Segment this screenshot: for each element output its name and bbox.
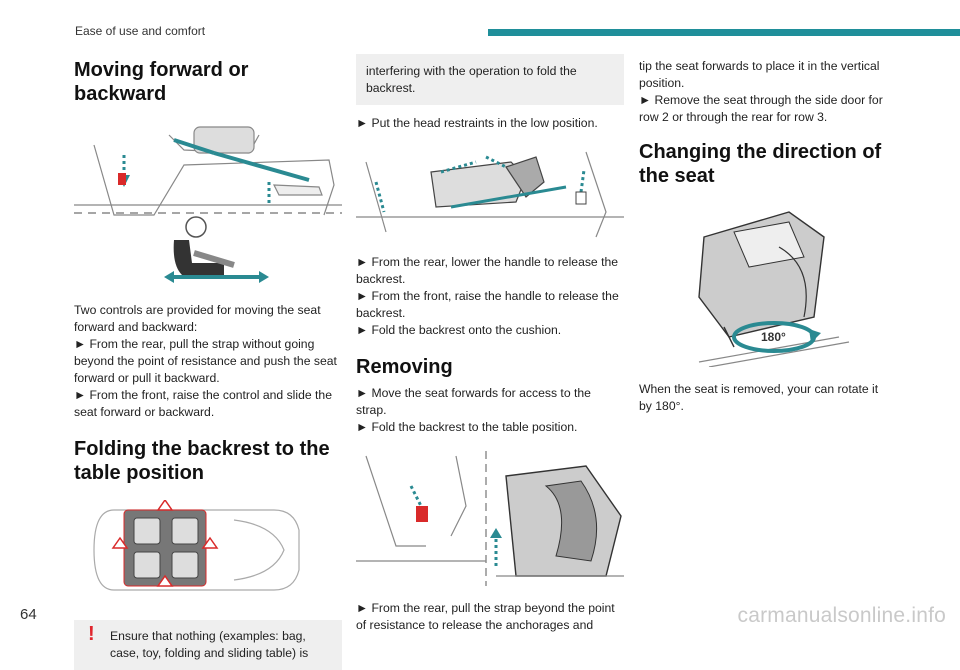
continued-tip-paragraph: tip the seat forwards to place it in the… bbox=[639, 59, 880, 90]
heading-changing-direction: Changing the direction of the seat bbox=[639, 141, 882, 188]
heading-moving: Moving forward or backward bbox=[74, 59, 249, 106]
step-lower-handle: ► From the rear, lower the handle to rel… bbox=[356, 255, 619, 286]
column-2: interfering with the operation to fold t… bbox=[356, 52, 624, 634]
backrest-fold-illustration bbox=[356, 151, 624, 238]
step-remove-seat: ► Remove the seat through the side door … bbox=[639, 93, 883, 124]
seat-removal-illustration bbox=[356, 451, 624, 587]
step-move-forward: ► Move the seat forwards for access to t… bbox=[356, 386, 591, 418]
seat-slide-illustration bbox=[74, 126, 342, 283]
step-head-restraints: ► Put the head restraints in the low pos… bbox=[356, 116, 598, 130]
column-1: Moving forward or backward Two controls … bbox=[74, 52, 342, 670]
warning-icon: ! bbox=[88, 622, 95, 645]
column-3: tip the seat forwards to place it in the… bbox=[639, 52, 889, 415]
step-table-position: ► Fold the backrest to the table positio… bbox=[356, 420, 578, 435]
step-fold-backrest: ► Fold the backrest onto the cushion. bbox=[356, 323, 562, 337]
rotation-label: 180° bbox=[761, 330, 786, 344]
warning-continued-text: interfering with the operation to fold t… bbox=[366, 64, 577, 95]
page-number: 64 bbox=[20, 606, 37, 623]
watermark: carmanualsonline.info bbox=[737, 604, 946, 627]
rotation-paragraph: When the seat is removed, your can rotat… bbox=[639, 381, 879, 413]
warning-box: ! Ensure that nothing (examples: bag, ca… bbox=[74, 619, 342, 670]
section-title: Ease of use and comfort bbox=[75, 24, 206, 38]
heading-folding-backrest: Folding the backrest to the table positi… bbox=[74, 437, 330, 485]
step-pull-strap-release: ► From the rear, pull the strap beyond t… bbox=[356, 601, 615, 633]
header-accent-bar bbox=[488, 29, 960, 36]
warning-box-continued: interfering with the operation to fold t… bbox=[356, 54, 624, 105]
step-rear-strap: ► From the rear, pull the strap without … bbox=[74, 336, 337, 385]
intro-paragraph: Two controls are provided for moving the… bbox=[74, 302, 321, 334]
heading-removing: Removing bbox=[356, 356, 453, 378]
seat-rotation-illustration: 180° bbox=[698, 211, 850, 367]
warning-text: Ensure that nothing (examples: bag, case… bbox=[110, 628, 309, 660]
vehicle-seat-layout-diagram bbox=[93, 499, 300, 591]
step-front-control: ► From the front, raise the control and … bbox=[74, 387, 332, 419]
step-raise-handle: ► From the front, raise the handle to re… bbox=[356, 289, 619, 320]
